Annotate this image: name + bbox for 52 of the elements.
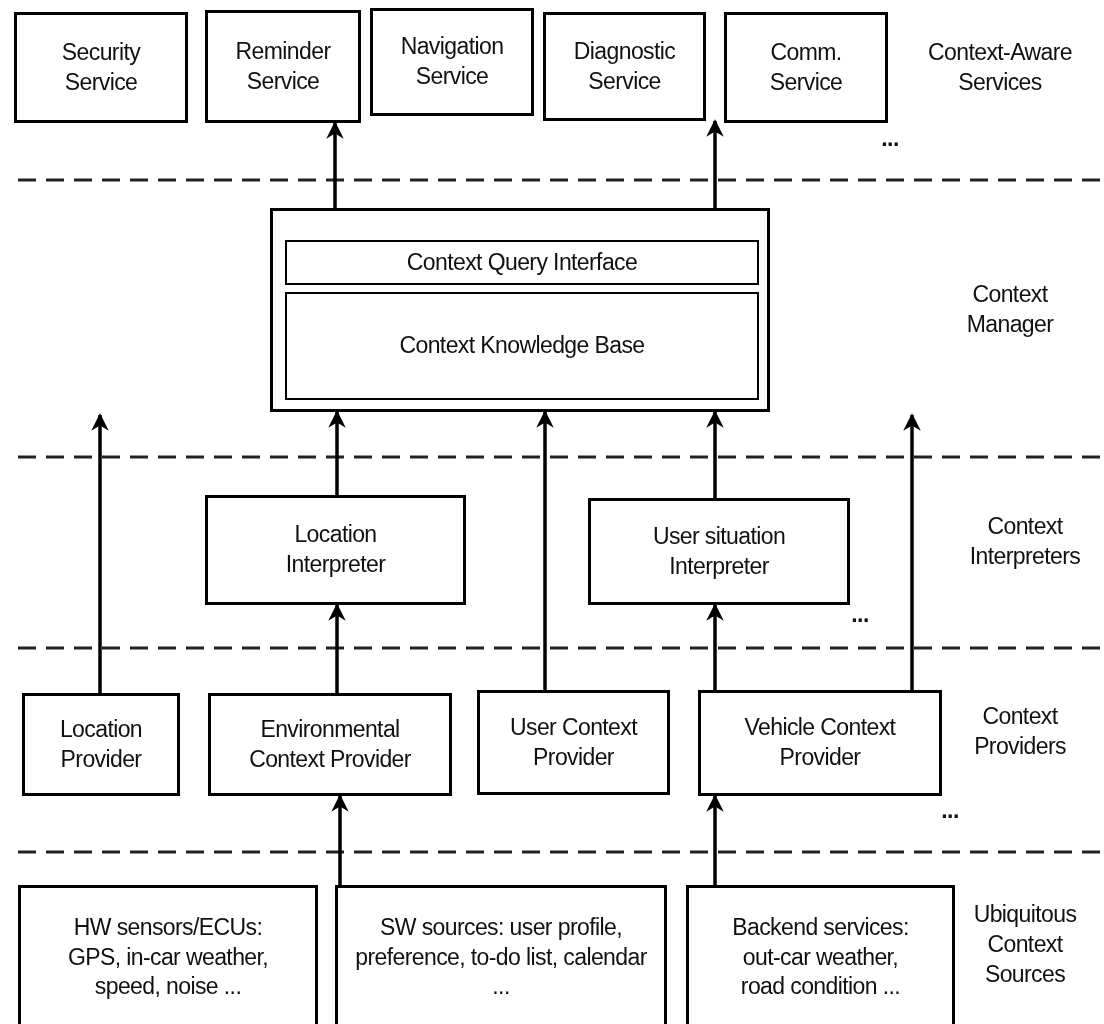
box-label: Security Service bbox=[60, 37, 142, 97]
box-label: Backend services: out-car weather, road condition ... bbox=[731, 912, 910, 1002]
box-label: Location Provider bbox=[58, 714, 144, 774]
component-box bbox=[370, 8, 534, 116]
arrow bbox=[331, 794, 349, 885]
box-label: User situation Interpreter bbox=[651, 521, 787, 581]
arrow bbox=[706, 410, 724, 498]
arrow bbox=[536, 410, 554, 690]
component-box bbox=[477, 690, 670, 795]
box-label: Navigation Service bbox=[399, 32, 505, 91]
component-box bbox=[335, 885, 667, 1024]
layer-label: Context Providers bbox=[973, 702, 1067, 761]
component-box bbox=[285, 292, 759, 400]
component-box bbox=[205, 495, 466, 605]
arrow bbox=[706, 119, 724, 208]
arrow bbox=[706, 794, 724, 885]
layer-label: Context-Aware Services bbox=[927, 38, 1073, 97]
box-label: Environmental Context Provider bbox=[248, 714, 412, 774]
box-label: Context Query Interface bbox=[405, 247, 639, 277]
component-box bbox=[208, 693, 452, 796]
box-label: Vehicle Context Provider bbox=[743, 713, 897, 772]
box-label: Location Interpreter bbox=[284, 520, 387, 579]
component-box bbox=[543, 12, 706, 121]
component-box bbox=[14, 12, 188, 123]
arrow bbox=[326, 121, 344, 208]
container-box bbox=[270, 208, 770, 412]
box-label: HW sensors/ECUs: GPS, in-car weather, speed, noise ... bbox=[66, 912, 270, 1002]
arrow bbox=[903, 413, 921, 690]
box-label: Comm. Service bbox=[768, 37, 844, 97]
ellipsis-mark: ... bbox=[940, 796, 960, 825]
component-box bbox=[686, 885, 955, 1024]
arrow bbox=[706, 603, 724, 690]
component-box bbox=[724, 12, 888, 123]
ellipsis-mark: ... bbox=[850, 600, 870, 629]
component-box bbox=[698, 690, 942, 796]
layer-label: Ubiquitous Context Sources bbox=[972, 900, 1078, 989]
component-box bbox=[205, 10, 361, 123]
component-box bbox=[22, 693, 180, 796]
arrow bbox=[328, 410, 346, 495]
component-box bbox=[285, 240, 759, 285]
box-label: Diagnostic Service bbox=[572, 36, 677, 96]
layer-label: Context Manager bbox=[965, 280, 1055, 339]
box-label: Reminder Service bbox=[234, 36, 332, 96]
box-label: User Context Provider bbox=[509, 712, 639, 772]
layer-label: Context Interpreters bbox=[968, 512, 1082, 571]
box-label: SW sources: user profile, preference, to-do list, calendar ... bbox=[354, 912, 648, 1002]
box-label: Context Knowledge Base bbox=[398, 331, 646, 361]
component-box bbox=[588, 498, 850, 605]
arrow bbox=[328, 603, 346, 693]
ellipsis-mark: ... bbox=[880, 124, 900, 153]
arrow bbox=[91, 413, 109, 693]
component-box bbox=[18, 885, 318, 1024]
